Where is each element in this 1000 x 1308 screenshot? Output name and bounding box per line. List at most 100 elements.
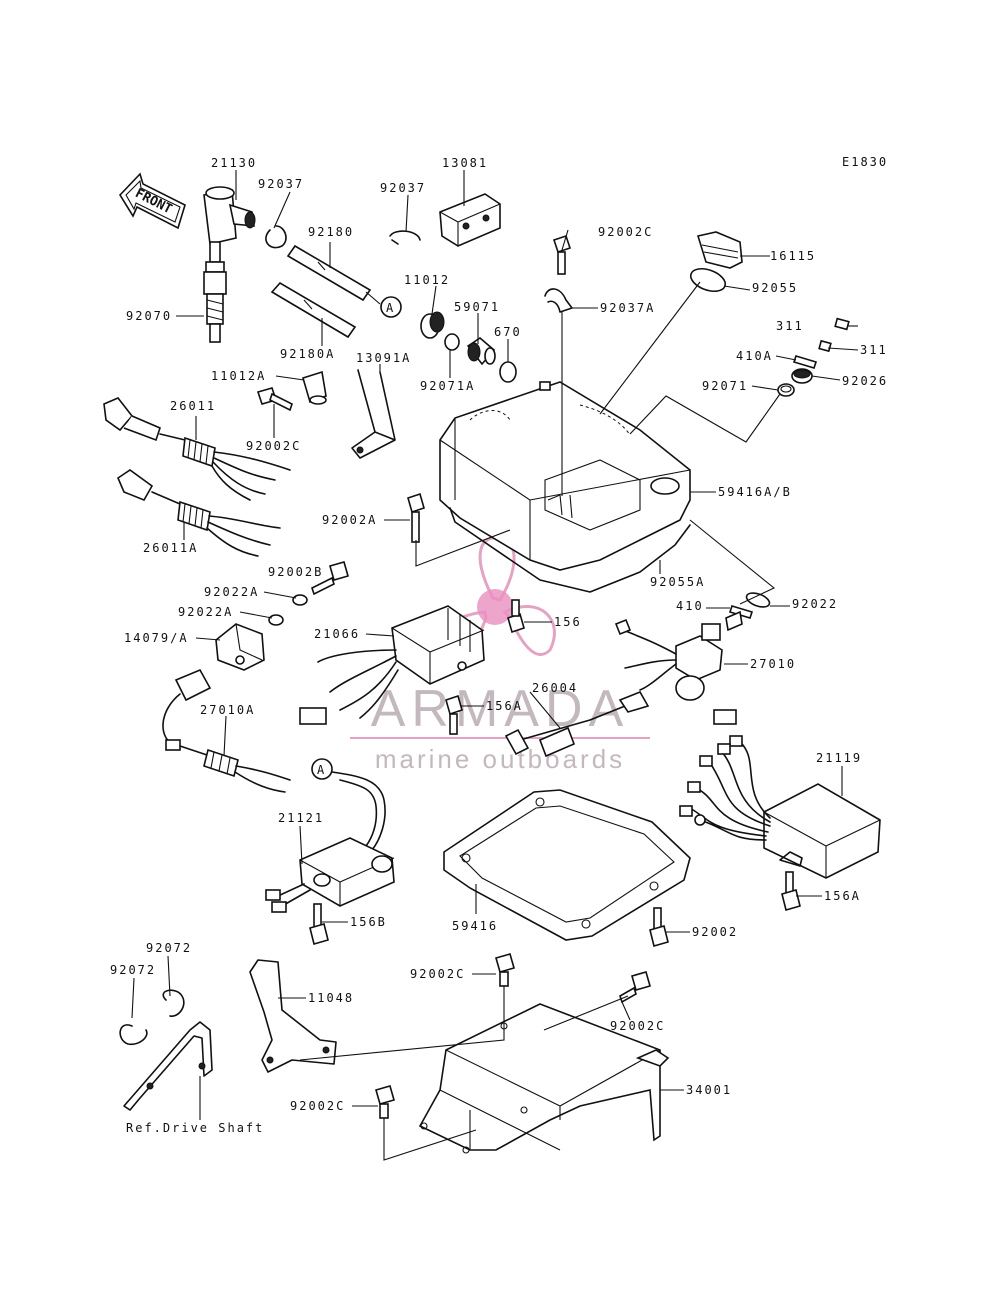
- part-92002-bolt: [649, 907, 669, 947]
- part-92002C-bolt-top: [552, 234, 572, 275]
- part-92002C-bolt-e: [375, 1085, 395, 1119]
- drive-shaft-bracket-ref: [123, 1021, 213, 1111]
- part-92022A-washer-b: [268, 614, 284, 626]
- label-92002B: 92002B: [268, 565, 323, 579]
- part-92022A-washer-a: [292, 594, 308, 606]
- part-92071-washer: [777, 383, 795, 397]
- label-59416AB: 59416A/B: [718, 485, 792, 499]
- label-21130: 21130: [211, 156, 257, 170]
- part-11048-bracket: [249, 959, 337, 1073]
- part-92002A-bolt: [407, 492, 425, 543]
- diagram-code: E1830: [842, 155, 888, 169]
- label-92055A: 92055A: [650, 575, 705, 589]
- part-156A-bolt-right: [781, 871, 801, 911]
- part-92002C-bolt-left: [256, 387, 293, 412]
- label-92071: 92071: [702, 379, 748, 393]
- part-92037-clip: [265, 225, 287, 249]
- label-92002C: 92002C: [290, 1099, 345, 1113]
- label-92002C: 92002C: [598, 225, 653, 239]
- part-311-nut-b: [818, 339, 832, 353]
- label-92071A: 92071A: [420, 379, 475, 393]
- label-92002: 92002: [692, 925, 738, 939]
- label-11012: 11012: [404, 273, 450, 287]
- part-16115-cap: [696, 231, 743, 269]
- label-92055: 92055: [752, 281, 798, 295]
- label-26004: 26004: [532, 681, 578, 695]
- part-21130-sensor: [203, 186, 256, 245]
- part-34001-bracket: [418, 1003, 670, 1154]
- ref-drive-shaft-note: Ref.Drive Shaft: [126, 1121, 264, 1135]
- callout-a-bottom: A: [311, 758, 333, 780]
- part-27010A-switch: [162, 668, 291, 793]
- part-92180-hose: [286, 244, 372, 302]
- part-11012-fitting: [420, 311, 445, 339]
- part-26011-harness: [103, 397, 291, 501]
- part-21121-coil: [265, 771, 395, 913]
- part-92071A-washer: [444, 333, 460, 351]
- label-92037A: 92037A: [600, 301, 655, 315]
- watermark-brand: ARMADA: [371, 680, 629, 738]
- part-156-bolt: [507, 599, 525, 634]
- label-92002C: 92002C: [610, 1019, 665, 1033]
- part-labels: 21130 92037 13081 92037 92180 92070 1101…: [110, 156, 888, 1135]
- part-311-nut-a: [834, 317, 850, 331]
- part-59416-lid: [443, 789, 691, 941]
- part-13081-bracket: [439, 193, 501, 247]
- label-26011A: 26011A: [143, 541, 198, 555]
- label-92002A: 92002A: [322, 513, 377, 527]
- label-311: 311: [776, 319, 804, 333]
- label-92026: 92026: [842, 374, 888, 388]
- label-92180: 92180: [308, 225, 354, 239]
- part-59071-connector: [466, 336, 496, 366]
- part-92072-clip-b: [162, 989, 185, 1017]
- part-92180A-hose: [270, 281, 357, 339]
- part-92055A-gasket: [449, 507, 691, 593]
- part-92037A-clamp: [544, 288, 573, 313]
- label-410: 410: [676, 599, 704, 613]
- label-34001: 34001: [686, 1083, 732, 1097]
- watermark-tagline: marine outboards: [375, 744, 625, 774]
- label-16115: 16115: [770, 249, 816, 263]
- part-14079-cover: [215, 623, 265, 671]
- label-14079: 14079/A: [124, 631, 189, 645]
- part-21119-cdi: [679, 709, 881, 879]
- part-156B-bolt: [309, 903, 329, 945]
- label-59416: 59416: [452, 919, 498, 933]
- part-59416AB-case: [439, 381, 691, 571]
- callout-a-top: A: [380, 296, 402, 318]
- label-92072: 92072: [146, 941, 192, 955]
- label-92022A: 92022A: [178, 605, 233, 619]
- label-92037: 92037: [258, 177, 304, 191]
- label-92037: 92037: [380, 181, 426, 195]
- label-92180A: 92180A: [280, 347, 335, 361]
- leader-lines: [131, 170, 859, 1161]
- part-410-plate: [728, 605, 754, 619]
- part-410A-plate: [792, 355, 818, 369]
- label-13081: 13081: [442, 156, 488, 170]
- label-13091A: 13091A: [356, 351, 411, 365]
- part-92002B-bolt: [311, 561, 349, 596]
- label-92002C: 92002C: [410, 967, 465, 981]
- part-156A-bolt-mid: [445, 694, 463, 735]
- label-92022A: 92022A: [204, 585, 259, 599]
- label-410A: 410A: [736, 349, 773, 363]
- label-59071: 59071: [454, 300, 500, 314]
- part-26004-resistor: [504, 690, 650, 758]
- part-26011A-harness: [117, 469, 281, 557]
- label-156A: 156A: [824, 889, 861, 903]
- label-27010: 27010: [750, 657, 796, 671]
- label-21066: 21066: [314, 627, 360, 641]
- part-11012A-grommet: [302, 370, 327, 405]
- label-11012A: 11012A: [211, 369, 266, 383]
- label-11048: 11048: [308, 991, 354, 1005]
- label-26011: 26011: [170, 399, 216, 413]
- part-92070-spark-plug: [203, 241, 227, 343]
- label-670: 670: [494, 325, 522, 339]
- label-21119: 21119: [816, 751, 862, 765]
- label-156: 156: [554, 615, 582, 629]
- label-92002C: 92002C: [246, 439, 301, 453]
- label-21121: 21121: [278, 811, 324, 825]
- label-156B: 156B: [350, 915, 387, 929]
